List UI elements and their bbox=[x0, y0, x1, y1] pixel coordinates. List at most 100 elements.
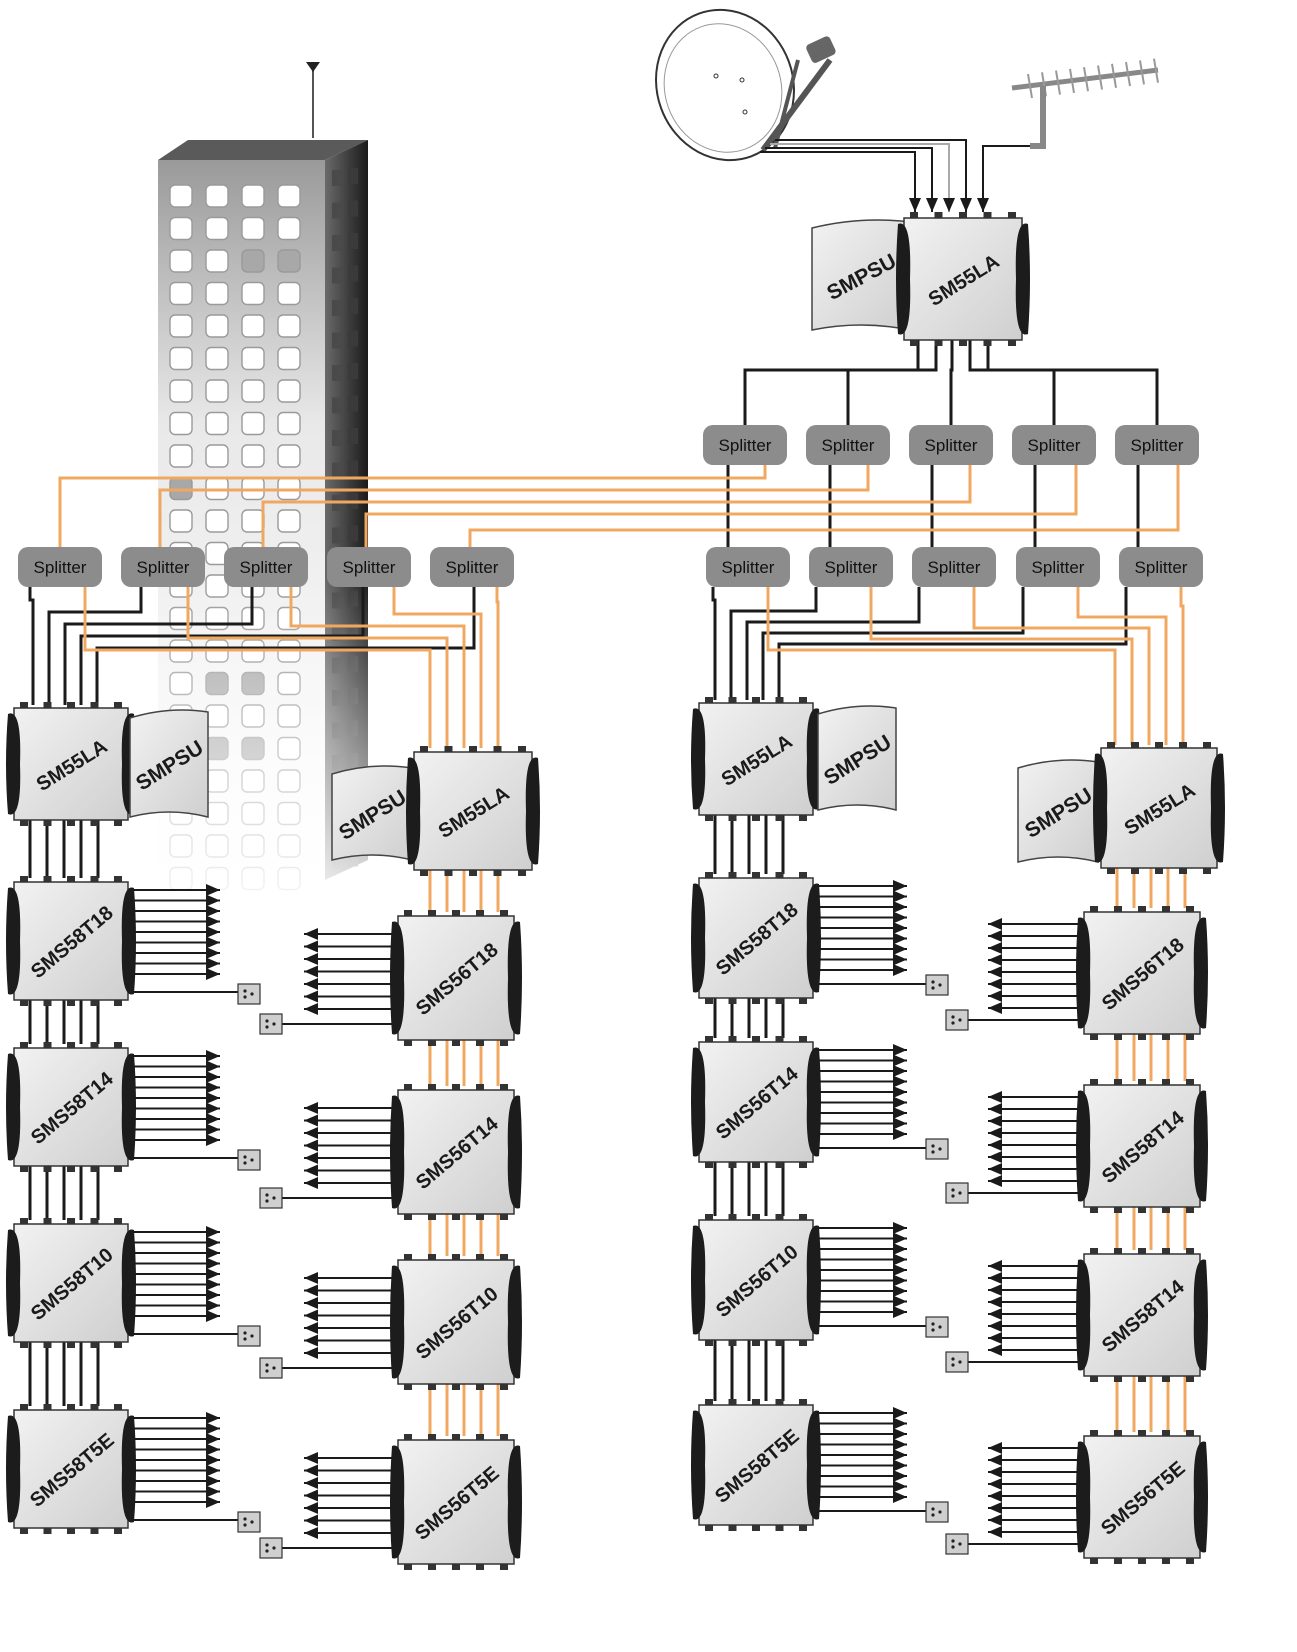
socket-hole bbox=[272, 1196, 276, 1200]
port bbox=[114, 1527, 122, 1534]
port bbox=[775, 1339, 784, 1346]
port bbox=[775, 1036, 784, 1043]
port bbox=[90, 702, 99, 709]
device-body bbox=[698, 877, 814, 999]
device-cap-right bbox=[121, 887, 136, 995]
splitter-body bbox=[706, 547, 790, 587]
device-cap-left bbox=[6, 1415, 21, 1523]
socket-hole bbox=[951, 1363, 955, 1367]
left2-tap-4: SMS56T5E bbox=[390, 1434, 522, 1570]
feed-cable bbox=[760, 151, 921, 212]
cable bbox=[468, 465, 1180, 547]
port bbox=[775, 1161, 784, 1168]
socket-hole bbox=[250, 1334, 254, 1338]
port bbox=[799, 1214, 807, 1221]
port bbox=[934, 339, 943, 346]
left-tap-3: SMS58T10 bbox=[6, 1218, 136, 1348]
splitter: Splitter bbox=[18, 547, 102, 587]
port bbox=[728, 997, 737, 1004]
port bbox=[428, 1084, 436, 1091]
port bbox=[428, 1383, 436, 1390]
port bbox=[799, 1524, 807, 1531]
device-cap-right bbox=[1193, 1441, 1208, 1553]
device-cap-right bbox=[806, 1410, 821, 1520]
port bbox=[114, 1218, 122, 1225]
port bbox=[728, 1399, 737, 1406]
left2-tap-1: SMS56T18 bbox=[390, 910, 522, 1046]
device-cap-right bbox=[507, 1095, 522, 1209]
port bbox=[959, 212, 967, 219]
cable bbox=[949, 340, 954, 425]
tv-socket-icon bbox=[237, 1511, 261, 1533]
antenna-element bbox=[1055, 70, 1061, 95]
dish-bolt bbox=[739, 77, 745, 83]
device-body bbox=[13, 1047, 129, 1167]
port bbox=[1090, 1248, 1098, 1255]
port bbox=[1203, 867, 1211, 874]
port bbox=[476, 1254, 484, 1261]
port bbox=[43, 1527, 52, 1534]
port bbox=[428, 1434, 436, 1441]
port bbox=[799, 1161, 807, 1168]
port bbox=[493, 746, 502, 753]
port bbox=[114, 1042, 122, 1049]
port bbox=[1138, 1206, 1146, 1213]
port bbox=[43, 1165, 52, 1172]
port bbox=[20, 999, 28, 1006]
port bbox=[67, 876, 75, 883]
port bbox=[1138, 1248, 1146, 1255]
port bbox=[1114, 1248, 1122, 1255]
device-body bbox=[397, 1259, 515, 1385]
antenna-element bbox=[1125, 61, 1131, 87]
cable bbox=[729, 587, 818, 700]
tv-socket-icon bbox=[925, 1316, 949, 1338]
port bbox=[43, 702, 52, 709]
splitter-body bbox=[912, 547, 996, 587]
port bbox=[1155, 742, 1163, 749]
socket-hole bbox=[250, 1158, 254, 1162]
splitter-body bbox=[809, 547, 893, 587]
smpsu-power-supply: SMPSU bbox=[817, 705, 897, 811]
port bbox=[67, 999, 75, 1006]
splitter-label: Splitter bbox=[34, 558, 87, 577]
feed-cable bbox=[775, 139, 972, 212]
socket-plate bbox=[925, 1138, 949, 1160]
cable bbox=[711, 587, 717, 700]
device-body bbox=[13, 707, 129, 821]
device-body bbox=[698, 702, 814, 816]
port bbox=[452, 1434, 460, 1441]
device-cap-right bbox=[121, 1229, 136, 1337]
socket-plate bbox=[945, 1533, 969, 1555]
port bbox=[728, 1524, 737, 1531]
device-cap-left bbox=[691, 708, 706, 810]
cable bbox=[63, 587, 254, 705]
port bbox=[476, 910, 484, 917]
port bbox=[1008, 339, 1016, 346]
port bbox=[404, 910, 412, 917]
port bbox=[20, 876, 28, 883]
socket-hole bbox=[265, 1199, 269, 1203]
port bbox=[90, 819, 99, 826]
device-cap-right bbox=[806, 1047, 821, 1157]
port bbox=[469, 746, 477, 753]
socket-hole bbox=[243, 995, 247, 999]
cable bbox=[972, 587, 1151, 745]
cable bbox=[986, 340, 1159, 425]
splitter-label: Splitter bbox=[1032, 558, 1085, 577]
cable bbox=[968, 340, 1056, 425]
cable bbox=[1179, 587, 1185, 745]
port bbox=[1155, 867, 1163, 874]
dish-arm bbox=[773, 59, 800, 149]
device-cap-left bbox=[896, 223, 911, 335]
port bbox=[90, 1042, 99, 1049]
port bbox=[500, 910, 508, 917]
port bbox=[1114, 1557, 1122, 1564]
device-body bbox=[13, 1409, 129, 1529]
port bbox=[476, 1563, 484, 1570]
splitter: Splitter bbox=[809, 547, 893, 587]
port bbox=[452, 1563, 460, 1570]
tv-socket-icon bbox=[259, 1537, 283, 1559]
socket-hole bbox=[243, 1161, 247, 1165]
feed-cable bbox=[765, 147, 938, 212]
socket-hole bbox=[250, 992, 254, 996]
